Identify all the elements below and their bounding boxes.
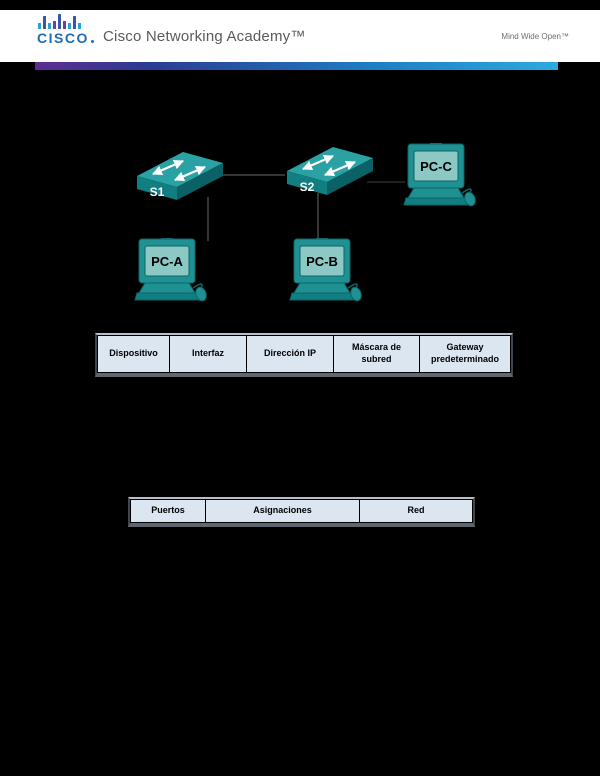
device-pc-a: PC-A [133, 238, 209, 306]
cisco-logo: CISCO [37, 14, 97, 46]
device-pc-c: PC-C [402, 143, 478, 211]
addressing-table: Dispositivo Interfaz Dirección IP Máscar… [95, 333, 513, 377]
col-header-interfaz: Interfaz [169, 335, 247, 373]
col-header-puertos: Puertos [130, 499, 206, 523]
cisco-logo-wordmark: CISCO [37, 30, 97, 46]
link-s1-s2 [215, 174, 285, 176]
col-header-asignaciones: Asignaciones [205, 499, 360, 523]
device-label-s2: S2 [300, 180, 315, 194]
device-label-s1: S1 [150, 185, 165, 199]
cisco-logo-bars-icon [38, 14, 97, 29]
ports-table-header-row: Puertos Asignaciones Red [130, 499, 473, 523]
col-header-red: Red [359, 499, 473, 523]
ports-table: Puertos Asignaciones Red [128, 497, 475, 527]
addressing-table-header-row: Dispositivo Interfaz Dirección IP Máscar… [97, 335, 511, 373]
cisco-logo-dot [90, 40, 94, 43]
link-s2-pc-c [367, 181, 405, 183]
topology-diagram: S1 S2 PC-C [0, 80, 600, 320]
device-label-pc-a: PC-A [151, 254, 183, 269]
col-header-dispositivo: Dispositivo [97, 335, 170, 373]
brand-gradient-bar [35, 62, 558, 70]
header-band: CISCO Cisco Networking Academy™ Mind Wid… [0, 10, 600, 62]
tagline-text: Mind Wide Open™ [501, 31, 569, 41]
link-s1-pc-a [207, 197, 209, 241]
switch-icon: S1 [137, 152, 223, 200]
device-s1: S1 [133, 147, 225, 203]
brand-product-text: Cisco Networking Academy™ [103, 27, 306, 45]
device-label-pc-c: PC-C [420, 159, 452, 174]
link-s2-pc-b [317, 193, 319, 241]
device-s2: S2 [283, 142, 375, 198]
switch-icon: S2 [287, 147, 373, 195]
pc-icon: PC-B [289, 238, 362, 302]
device-label-pc-b: PC-B [306, 254, 338, 269]
col-header-gateway: Gateway predeterminado [419, 335, 511, 373]
col-header-direccion-ip: Dirección IP [246, 335, 334, 373]
pc-icon: PC-C [403, 143, 476, 207]
pc-icon: PC-A [134, 238, 207, 302]
cisco-wordmark-text: CISCO [37, 30, 89, 46]
device-pc-b: PC-B [288, 238, 364, 306]
col-header-mascara-subred: Máscara de subred [333, 335, 420, 373]
